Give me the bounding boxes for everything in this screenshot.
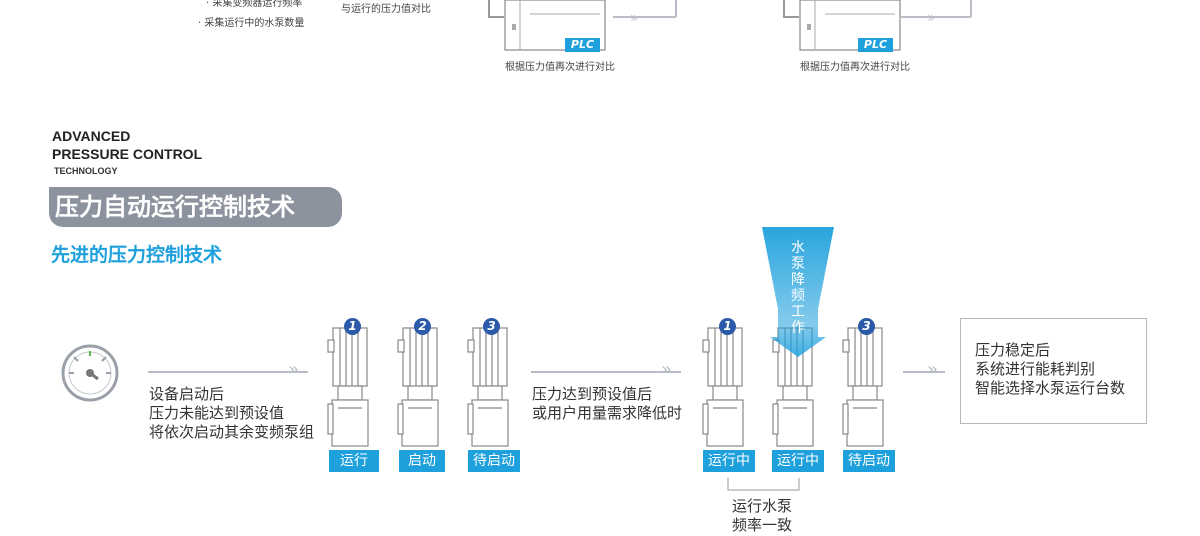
- bracket-line-1: 运行水泵: [732, 497, 793, 515]
- flow-arrow-2-head: »: [661, 359, 673, 380]
- pump-group-2-illustration: [702, 327, 884, 447]
- pump-status-label: 运行中: [703, 450, 755, 472]
- step2-line-2: 或用户用量需求降低时: [532, 404, 683, 422]
- running-pumps-bracket: [727, 478, 800, 491]
- pump-number-badge: 2: [414, 318, 431, 335]
- frequency-down-arrow: [762, 227, 834, 357]
- cn-title-banner: 压力自动运行控制技术: [49, 187, 342, 227]
- flow-arrow-3-head: »: [927, 359, 939, 380]
- pump-status-label: 待启动: [843, 450, 895, 472]
- en-title-line-3: TECHNOLOGY: [54, 166, 118, 176]
- flow-arrow-1: [148, 371, 308, 373]
- plc-caption-left: 根据压力值再次进行对比: [505, 62, 615, 73]
- pump-number-badge: 3: [858, 318, 875, 335]
- pump-status-label: 启动: [399, 450, 445, 472]
- pump-group-1-illustration: [327, 327, 509, 447]
- en-title-line-1: ADVANCED: [52, 128, 131, 144]
- flow-arrow-3: [903, 371, 945, 373]
- pressure-gauge-icon: [61, 344, 119, 402]
- plc-caption-right: 根据压力值再次进行对比: [800, 62, 910, 73]
- compare-text: 与运行的压力值对比: [341, 4, 431, 15]
- result-text: 压力稳定后 系统进行能耗判别 智能选择水泵运行台数: [975, 341, 1125, 398]
- result-line-3: 智能选择水泵运行台数: [975, 379, 1126, 397]
- bullet-frequency: · 采集变频器运行频率: [206, 0, 303, 9]
- result-box: 压力稳定后 系统进行能耗判别 智能选择水泵运行台数: [960, 318, 1147, 424]
- svg-text:»: »: [927, 10, 936, 26]
- pump-number-badge: 1: [719, 318, 736, 335]
- pump-status-label: 运行中: [772, 450, 824, 472]
- pump-number-badge: 1: [344, 318, 361, 335]
- plc-badge-left: PLC: [565, 38, 600, 52]
- step1-line-2: 压力未能达到预设值: [149, 404, 285, 422]
- callout-vertical-text: 水泵降频工作: [791, 240, 805, 336]
- result-line-2: 系统进行能耗判别: [975, 360, 1096, 378]
- step1-line-3: 将依次启动其余变频泵组: [149, 423, 315, 441]
- step2-line-1: 压力达到预设值后: [532, 385, 653, 403]
- step2-desc: 压力达到预设值后 或用户用量需求降低时: [532, 385, 682, 423]
- bullet-pump-count: · 采集运行中的水泵数量: [198, 18, 305, 29]
- pump-status-label: 待启动: [468, 450, 520, 472]
- pump-number-badge: 3: [483, 318, 500, 335]
- result-line-1: 压力稳定后: [975, 341, 1051, 359]
- step1-line-1: 设备启动后: [149, 385, 225, 403]
- bracket-text: 运行水泵 频率一致: [732, 497, 792, 535]
- flow-arrow-2: [531, 371, 681, 373]
- cn-title: 压力自动运行控制技术: [55, 193, 295, 221]
- flow-arrow-1-head: »: [288, 359, 300, 380]
- pump-status-label: 运行: [329, 450, 379, 472]
- subtitle: 先进的压力控制技术: [51, 244, 223, 266]
- en-title-line-2: PRESSURE CONTROL: [52, 146, 203, 162]
- step1-desc: 设备启动后 压力未能达到预设值 将依次启动其余变频泵组: [149, 385, 314, 442]
- svg-text:»: »: [630, 10, 639, 26]
- plc-badge-right: PLC: [858, 38, 893, 52]
- bracket-line-2: 频率一致: [732, 516, 793, 534]
